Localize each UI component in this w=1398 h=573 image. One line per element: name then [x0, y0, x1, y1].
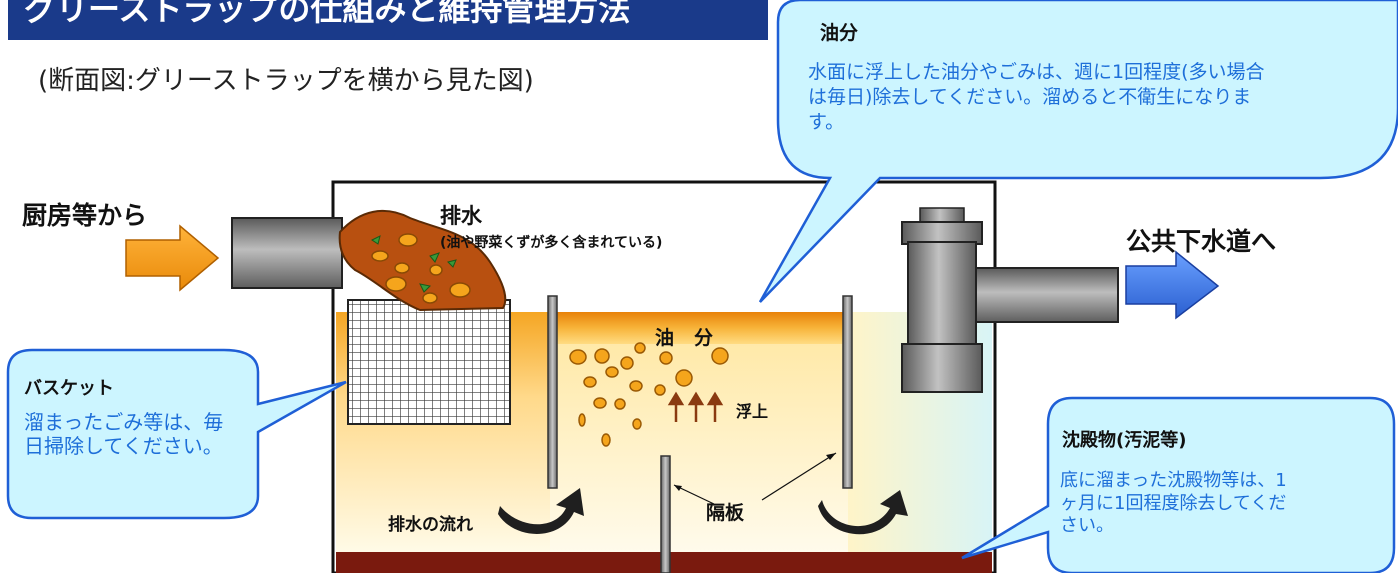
sediment-callout-body: 底に溜まった沈殿物等は、1ヶ月に1回程度除去してください。 [1060, 470, 1287, 536]
oil-callout-title: 油分 [820, 22, 859, 44]
drain-title: 排水 [440, 204, 482, 228]
drain-note: (油や野菜くずが多く含まれている) [440, 235, 663, 251]
middle-chamber-liquid [550, 342, 848, 554]
rise-arrows [667, 391, 724, 422]
basket-callout-bubble [6, 348, 347, 520]
oil-droplets [569, 342, 729, 447]
flow-arrow-right [818, 490, 908, 535]
rise-label: 浮上 [736, 402, 769, 421]
flow-arrow-left [498, 488, 584, 534]
drain-debris [371, 233, 471, 304]
flow-label: 排水の流れ [388, 515, 473, 535]
outlet-arrow [1125, 250, 1220, 320]
basket-callout-title: バスケット [24, 378, 114, 399]
oil-callout-bubble [758, 0, 1398, 303]
vegetable-scraps [371, 235, 457, 293]
inlet-label: 厨房等から [22, 201, 148, 230]
title-bar: グリーストラップの仕組みと維持管理方法 [8, 0, 768, 40]
partition-label: 隔板 [706, 502, 745, 524]
basket [347, 299, 511, 425]
inlet-arrow [125, 224, 220, 292]
outlet-pipe [975, 267, 1119, 323]
outlet-pipe-vertical [907, 241, 977, 349]
oil-layer [548, 312, 848, 344]
basket-callout-body: 溜まったごみ等は、毎日掃除してください。 [24, 410, 224, 458]
oil-layer-label: 油分 [655, 327, 734, 349]
outlet-label: 公共下水道へ [1126, 227, 1277, 256]
oil-callout-body: 水面に浮上した油分やごみは、週に1回程度(多い場合は毎日)除去してください。溜め… [808, 61, 1265, 134]
inlet-pipe [231, 217, 343, 289]
partition-pointer-right [761, 452, 837, 501]
sediment-callout-title: 沈殿物(汚泥等) [1062, 430, 1187, 451]
partition-right [842, 295, 853, 489]
subtitle: (断面図:グリーストラップを横から見た図) [38, 66, 534, 96]
partition-bottom [660, 455, 671, 573]
page-title: グリーストラップの仕組みと維持管理方法 [24, 0, 631, 28]
partition-left [547, 295, 558, 489]
